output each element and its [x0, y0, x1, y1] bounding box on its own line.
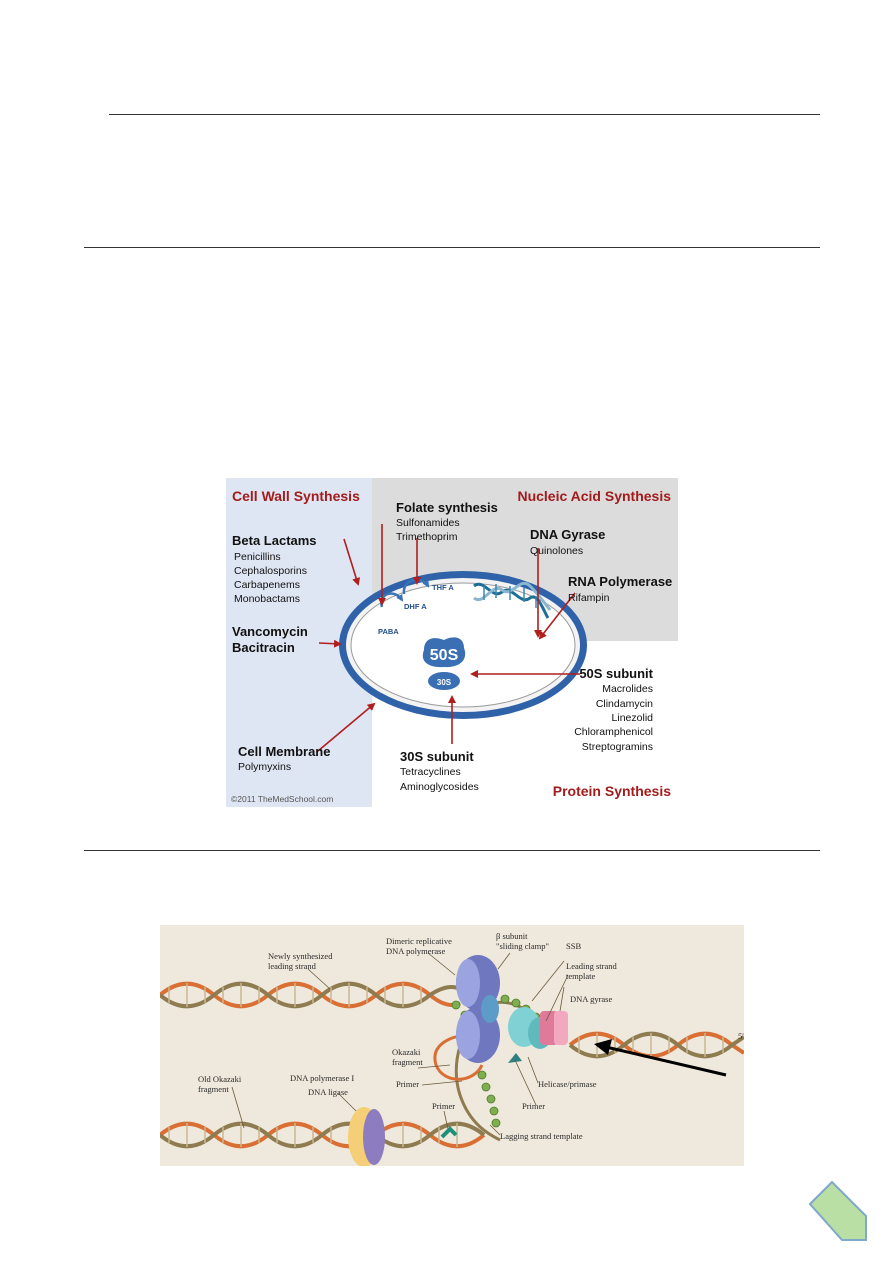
- thfa-label: THF A: [432, 583, 454, 592]
- next-page-arrow-icon: [808, 1180, 867, 1241]
- label-dimeric-pol-2: DNA polymerase: [386, 946, 445, 956]
- top-short-rule: [109, 114, 820, 115]
- dna-polymerase-dimer-icon: [456, 955, 500, 1063]
- s30-title: 30S subunit: [400, 749, 474, 764]
- antibiotic-targets-figure: Cell Wall Synthesis Nucleic Acid Synthes…: [226, 478, 678, 807]
- cell-membrane-title: Cell Membrane: [238, 744, 330, 759]
- ribosome-30s-label: 30S: [437, 678, 452, 687]
- quinolones-label: Quinolones: [530, 545, 583, 557]
- dna-replication-diagram: Newly synthesized leading strand Dimeric…: [160, 925, 744, 1166]
- s30-drug: Aminoglycosides: [400, 781, 479, 793]
- folate-drug: Sulfonamides: [396, 517, 460, 529]
- label-primer-a: Primer: [396, 1079, 419, 1089]
- label-dna-polymerase-i: DNA polymerase I: [290, 1073, 354, 1083]
- dna-gyrase-icon: [540, 1011, 568, 1045]
- vancomycin-label: Vancomycin: [232, 624, 308, 639]
- paba-label: PABA: [378, 627, 399, 636]
- s50-title: 50S subunit: [579, 666, 653, 681]
- copyright-text: ©2011 TheMedSchool.com: [231, 794, 333, 804]
- label-beta-subunit: β subunit: [496, 931, 528, 941]
- label-okazaki-2: fragment: [392, 1057, 423, 1067]
- lagging-helix: [160, 1121, 486, 1149]
- label-ssb: SSB: [566, 941, 581, 951]
- label-leading-template-2: template: [566, 971, 595, 981]
- ribosome-30s-icon: [428, 672, 460, 690]
- dhfa-label: DHF A: [404, 602, 427, 611]
- label-old-okazaki-1: Old Okazaki: [198, 1074, 242, 1084]
- beta-lactam-drug: Penicillins: [234, 551, 281, 563]
- heading-cell-wall: Cell Wall Synthesis: [232, 488, 360, 504]
- dna-gyrase-title: DNA Gyrase: [530, 527, 605, 542]
- next-page-arrow-button[interactable]: [806, 1178, 868, 1244]
- beta-lactams-title: Beta Lactams: [232, 533, 317, 548]
- s50-drug: Chloramphenicol: [574, 726, 653, 738]
- beta-lactam-drug: Cephalosporins: [234, 565, 307, 577]
- folate-title: Folate synthesis: [396, 500, 498, 515]
- label-primer-b: Primer: [432, 1101, 455, 1111]
- section-rule-1: [84, 247, 820, 248]
- label-okazaki-1: Okazaki: [392, 1047, 421, 1057]
- primer-segment: [440, 1126, 458, 1139]
- beta-lactam-drug: Carbapenems: [234, 579, 300, 591]
- s50-drug: Macrolides: [602, 683, 653, 695]
- label-sliding-clamp: "sliding clamp": [496, 941, 549, 951]
- ribosome-50s-label: 50S: [430, 647, 459, 664]
- label-helicase-primase: Helicase/primase: [538, 1079, 597, 1089]
- folate-drug: Trimethoprim: [396, 531, 458, 543]
- s50-drug: Streptogramins: [582, 741, 653, 753]
- antibiotic-targets-diagram: Cell Wall Synthesis Nucleic Acid Synthes…: [226, 478, 678, 807]
- s30-drug: Tetracyclines: [400, 766, 461, 778]
- dna-replication-figure: Newly synthesized leading strand Dimeric…: [160, 925, 744, 1166]
- bacitracin-label: Bacitracin: [232, 640, 295, 655]
- gyrase-pointer-arrowhead: [594, 1039, 612, 1055]
- s50-drug: Linezolid: [612, 712, 654, 724]
- label-primer-c: Primer: [522, 1101, 545, 1111]
- label-five-prime: 5': [738, 1031, 744, 1041]
- label-dna-ligase: DNA ligase: [308, 1087, 348, 1097]
- polymyxins-label: Polymyxins: [238, 761, 291, 773]
- rifampin-label: Rifampin: [568, 592, 610, 604]
- label-newly-synthesized: Newly synthesized: [268, 951, 333, 961]
- label-leading-template-1: Leading strand: [566, 961, 617, 971]
- ribosome-50s-icon: [422, 637, 466, 668]
- dna-polymerase-i-icon: [348, 1107, 385, 1166]
- gyrase-pointer-arrow: [605, 1045, 727, 1077]
- s50-drug: Clindamycin: [596, 698, 653, 710]
- upper-left-helix: [160, 981, 461, 1009]
- heading-protein: Protein Synthesis: [553, 783, 671, 799]
- label-dna-gyrase: DNA gyrase: [570, 994, 612, 1004]
- rna-polymerase-title: RNA Polymerase: [568, 574, 672, 589]
- heading-nucleic-acid: Nucleic Acid Synthesis: [517, 488, 671, 504]
- okazaki-loop: [433, 1033, 484, 1081]
- section-rule-2: [84, 850, 820, 851]
- label-old-okazaki-2: fragment: [198, 1084, 229, 1094]
- label-leading-strand: leading strand: [268, 961, 317, 971]
- dna-helix-icon: [473, 582, 552, 619]
- beta-lactam-drug: Monobactams: [234, 593, 300, 605]
- label-lagging-template: Lagging strand template: [500, 1131, 583, 1141]
- label-dimeric-pol-1: Dimeric replicative: [386, 936, 452, 946]
- parental-helix: [568, 1031, 744, 1059]
